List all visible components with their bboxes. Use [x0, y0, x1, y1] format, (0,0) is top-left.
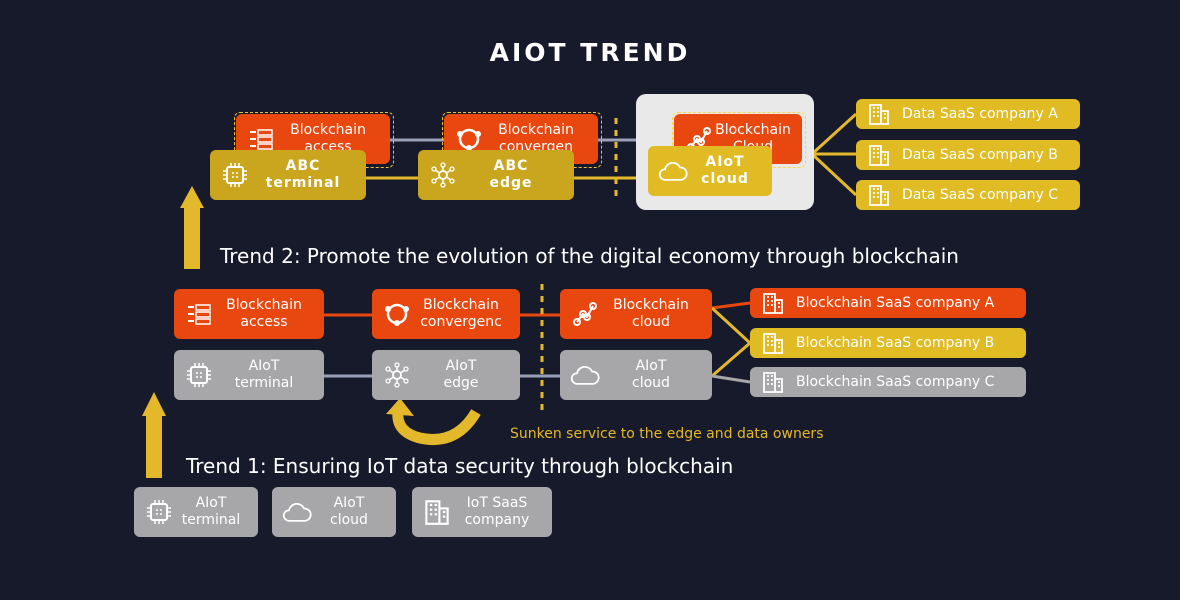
mid-blockchain-convergence: Blockchain convergenc	[372, 289, 520, 339]
top-company-b: Data SaaS company B	[856, 140, 1080, 170]
top-aiot-cloud-label: AIoT cloud	[701, 154, 749, 187]
bottom-aiot-cloud-label: AIoT cloud	[330, 495, 368, 528]
network-icon	[382, 360, 412, 390]
server-icon	[184, 299, 214, 329]
top-aiot-cloud: AIoT cloud	[648, 146, 772, 196]
top-company-c-label: Data SaaS company C	[902, 187, 1059, 203]
server-icon	[246, 124, 276, 154]
building-icon	[762, 332, 784, 354]
bottom-aiot-cloud: AIoT cloud	[272, 487, 396, 537]
mid-blockchain-access-label: Blockchain access	[226, 297, 302, 330]
mid-blockchain-cloud: Blockchain cloud	[560, 289, 712, 339]
trend1-heading: Trend 1: Ensuring IoT data security thro…	[186, 454, 734, 478]
building-icon	[868, 144, 890, 166]
mid-company-c: Blockchain SaaS company C	[750, 367, 1026, 397]
cloud-icon	[570, 360, 600, 390]
bottom-iot-saas-company: IoT SaaS company	[412, 487, 552, 537]
mid-company-b-label: Blockchain SaaS company B	[796, 335, 995, 351]
building-icon	[868, 184, 890, 206]
mid-blockchain-cloud-label: Blockchain cloud	[613, 297, 689, 330]
mid-aiot-cloud-label: AIoT cloud	[632, 358, 670, 391]
top-abc-edge-label: ABC edge	[489, 158, 533, 191]
top-company-a-label: Data SaaS company A	[902, 106, 1058, 122]
top-abc-terminal: ABC terminal	[210, 150, 366, 200]
chip-icon	[144, 497, 174, 527]
chain-icon	[570, 299, 600, 329]
bottom-aiot-terminal-label: AIoT terminal	[181, 495, 241, 528]
top-abc-edge: ABC edge	[418, 150, 574, 200]
building-icon	[422, 497, 452, 527]
top-company-a: Data SaaS company A	[856, 99, 1080, 129]
page-title: AIOT TREND	[489, 38, 691, 67]
cloud-icon	[658, 156, 688, 186]
top-abc-terminal-label: ABC terminal	[265, 158, 341, 191]
mid-aiot-cloud: AIoT cloud	[560, 350, 712, 400]
mid-aiot-terminal: AIoT terminal	[174, 350, 324, 400]
building-icon	[762, 292, 784, 314]
mid-aiot-terminal-label: AIoT terminal	[234, 358, 294, 391]
mid-company-a-label: Blockchain SaaS company A	[796, 295, 995, 311]
mid-company-b: Blockchain SaaS company B	[750, 328, 1026, 358]
mid-aiot-edge: AIoT edge	[372, 350, 520, 400]
top-company-b-label: Data SaaS company B	[902, 147, 1058, 163]
mid-blockchain-access: Blockchain access	[174, 289, 324, 339]
mid-aiot-edge-label: AIoT edge	[443, 358, 479, 391]
convergence-icon	[382, 299, 412, 329]
building-icon	[868, 103, 890, 125]
network-icon	[428, 160, 458, 190]
mid-blockchain-convergence-label: Blockchain convergenc	[420, 297, 502, 330]
building-icon	[762, 371, 784, 393]
mid-company-c-label: Blockchain SaaS company C	[796, 374, 995, 390]
mid-company-a: Blockchain SaaS company A	[750, 288, 1026, 318]
convergence-icon	[454, 124, 484, 154]
chip-icon	[184, 360, 214, 390]
cloud-icon	[282, 497, 312, 527]
bottom-aiot-terminal: AIoT terminal	[134, 487, 258, 537]
bottom-iot-saas-company-label: IoT SaaS company	[464, 495, 530, 528]
trend2-heading: Trend 2: Promote the evolution of the di…	[220, 244, 959, 268]
chip-icon	[220, 160, 250, 190]
sunken-service-note: Sunken service to the edge and data owne…	[510, 426, 824, 442]
top-company-c: Data SaaS company C	[856, 180, 1080, 210]
